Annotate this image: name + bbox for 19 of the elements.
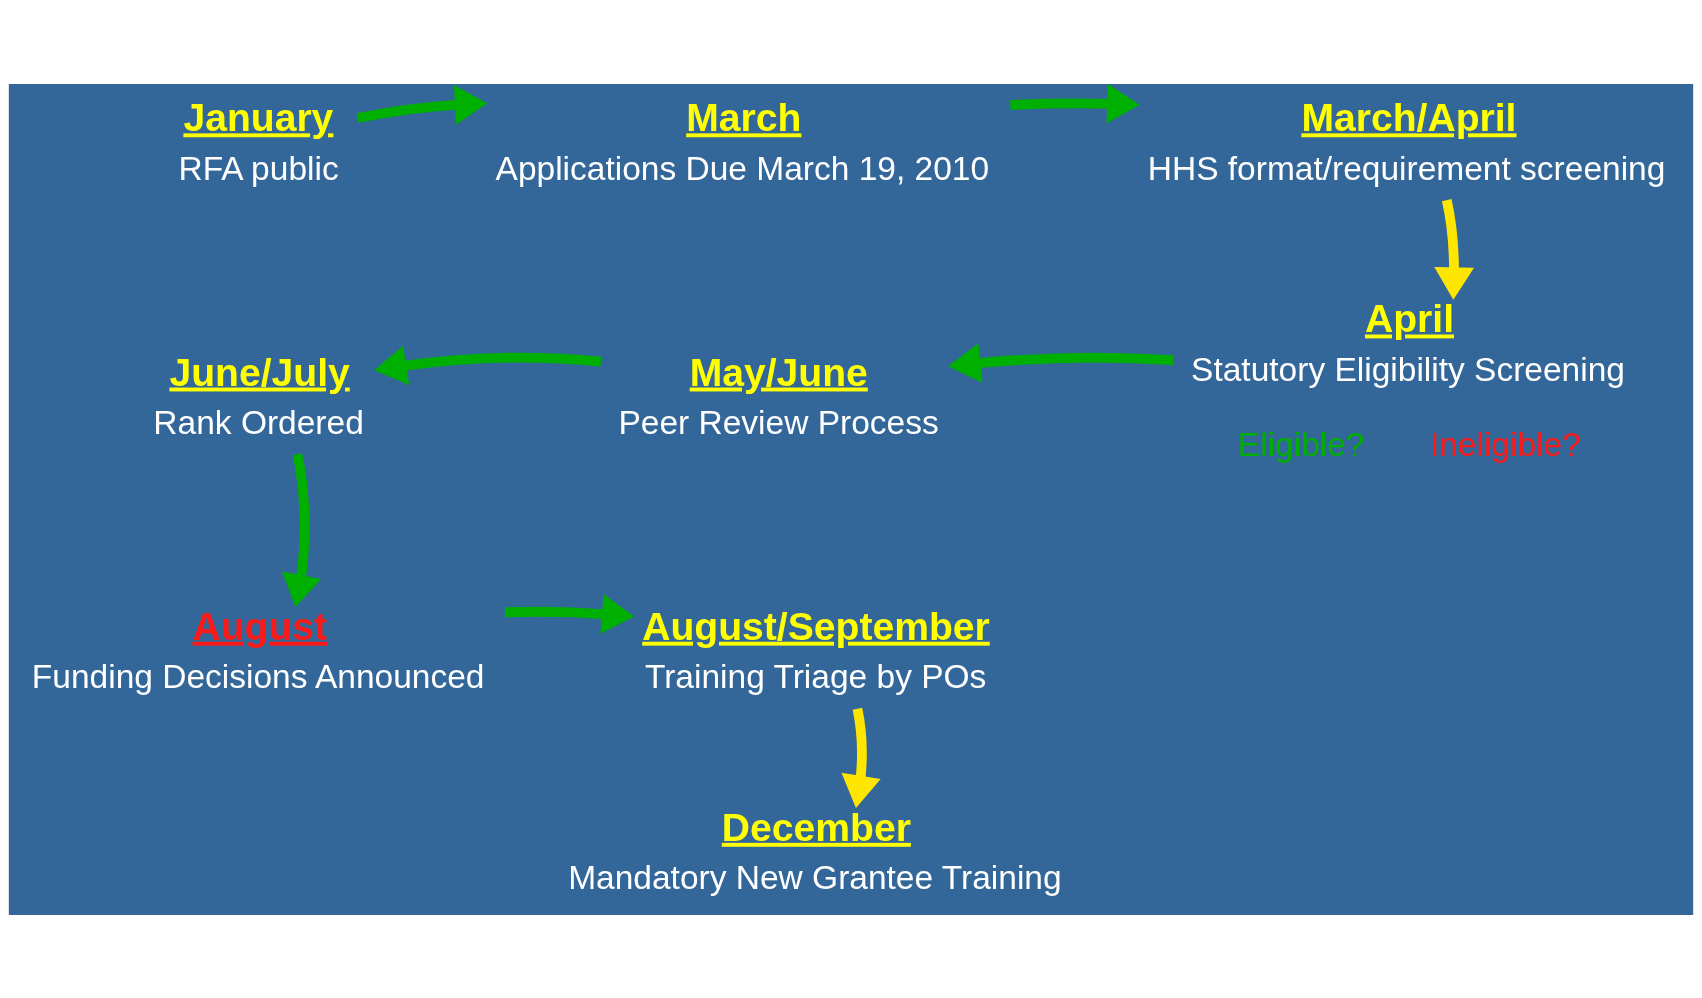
arrow [1010, 83, 1140, 123]
node-text: January RFA public [178, 95, 339, 187]
node-text: April Statutory Eligibility Screening [1191, 296, 1625, 388]
arrow [841, 707, 881, 808]
node-text: August/September Training Triage by POs [642, 604, 990, 695]
arrow [1434, 198, 1474, 300]
arrow [374, 345, 602, 385]
node-label: Ineligible? [1429, 425, 1581, 463]
arrow [356, 84, 488, 125]
node-text: June/July Rank Ordered [153, 350, 364, 441]
arrow [948, 342, 1174, 383]
node-text: March/April HHS format/requirement screening [1147, 95, 1666, 187]
node-text: March Applications Due March 19, 2010 [495, 95, 990, 187]
arrow [504, 593, 635, 634]
arrow [282, 452, 322, 607]
node-text: December Mandatory New Grantee Training [568, 805, 1062, 896]
node-text: August Funding Decisions Announced [31, 604, 485, 695]
node-text: May/June Peer Review Process [618, 350, 939, 441]
node-label: Eligible? [1237, 425, 1365, 463]
